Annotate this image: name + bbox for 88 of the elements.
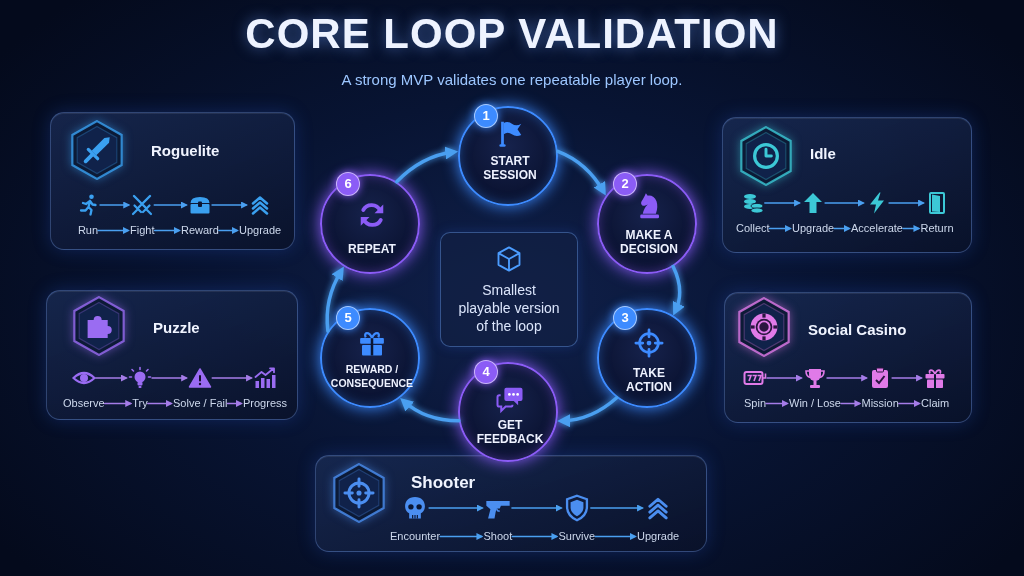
step-circle	[320, 308, 420, 408]
card-title: Roguelite	[151, 142, 220, 160]
step-label: Observe	[63, 397, 105, 410]
curved-arrow	[394, 146, 459, 184]
step-label: MAKE A DECISION	[619, 228, 679, 256]
curved-arrow	[671, 264, 685, 316]
step-number-badge: 4	[474, 360, 498, 384]
curved-arrow	[400, 398, 461, 423]
step-number-badge: 2	[613, 172, 637, 196]
step-label: REWARD / CONSEQUENCE	[329, 362, 415, 390]
category-card	[722, 117, 972, 253]
curved-arrow	[557, 396, 619, 427]
step-label: Solve / Fail	[173, 397, 228, 410]
arrow	[764, 199, 802, 207]
arrow	[151, 374, 189, 382]
info-panel	[440, 232, 578, 347]
category-card	[315, 455, 707, 552]
arrow	[824, 199, 865, 207]
step-label: Shoot	[483, 530, 513, 543]
arrow	[97, 227, 130, 234]
step-circle	[597, 308, 697, 408]
step-label: GET FEEDBACK	[475, 418, 545, 446]
step-label: Mission	[861, 397, 899, 410]
step-label: Upgrade	[637, 530, 680, 543]
step-number-badge: 3	[613, 306, 637, 330]
panel-text: Smallest playable version of the loop	[457, 281, 561, 335]
category-card	[724, 292, 972, 423]
step-label: Fight	[130, 224, 155, 237]
arrow	[888, 199, 926, 207]
category-card	[50, 112, 295, 250]
step-label: Progress	[243, 397, 288, 410]
step-circle	[458, 362, 558, 462]
step-label: Try	[132, 397, 148, 410]
arrow	[99, 201, 131, 209]
card-title: Shooter	[411, 474, 476, 492]
arrow	[840, 400, 862, 407]
arrow	[826, 374, 869, 382]
card-title: Social Casino	[808, 321, 907, 339]
step-label: TAKE ACTION	[625, 366, 673, 394]
step-label: START SESSION	[482, 154, 538, 182]
step-number-badge: 5	[336, 306, 360, 330]
card-title: Puzzle	[153, 319, 200, 337]
arrow	[594, 533, 637, 540]
arrow	[226, 400, 243, 407]
arrow	[765, 400, 789, 407]
step-label: REPEAT	[348, 242, 396, 256]
step-label: Upgrade	[239, 224, 282, 237]
subtitle: A strong MVP validates one repeatable player loop.	[341, 71, 683, 89]
step-label: Upgrade	[792, 222, 835, 235]
arrow	[147, 400, 173, 407]
step-circle	[320, 174, 420, 274]
card-title: Idle	[810, 145, 836, 163]
arrow	[211, 374, 254, 382]
arrow	[768, 225, 792, 232]
step-number-badge: 6	[336, 172, 360, 196]
arrow	[103, 400, 133, 407]
step-circle	[597, 174, 697, 274]
curved-arrow	[556, 149, 606, 196]
arrow	[428, 504, 484, 512]
arrow	[833, 225, 851, 232]
arrow	[153, 201, 188, 209]
title: CORE LOOP VALIDATION	[245, 10, 779, 58]
arrow	[439, 533, 484, 540]
step-circle	[458, 106, 558, 206]
step-label: Reward	[181, 224, 219, 237]
arrow	[891, 374, 924, 382]
step-label: Survive	[558, 530, 596, 543]
step-label: Encounter	[390, 530, 441, 543]
arrow	[95, 374, 128, 382]
arrow	[218, 227, 239, 234]
arrow	[511, 504, 563, 512]
step-label: Spin	[744, 397, 766, 410]
arrow	[590, 504, 645, 512]
step-label: Accelerate	[851, 222, 903, 235]
arrow	[211, 201, 249, 209]
step-label: Return	[920, 222, 954, 235]
arrow	[902, 225, 921, 232]
arrow	[898, 400, 921, 407]
step-number-badge: 1	[474, 104, 498, 128]
category-card	[46, 290, 298, 420]
arrow	[766, 374, 803, 382]
step-label: Win / Lose	[789, 397, 841, 410]
step-label: Run	[77, 224, 99, 237]
arrow	[511, 533, 559, 540]
arrow	[153, 227, 181, 234]
step-label: Claim	[921, 397, 950, 410]
curved-arrow	[325, 266, 344, 333]
step-label: Collect	[736, 222, 770, 235]
